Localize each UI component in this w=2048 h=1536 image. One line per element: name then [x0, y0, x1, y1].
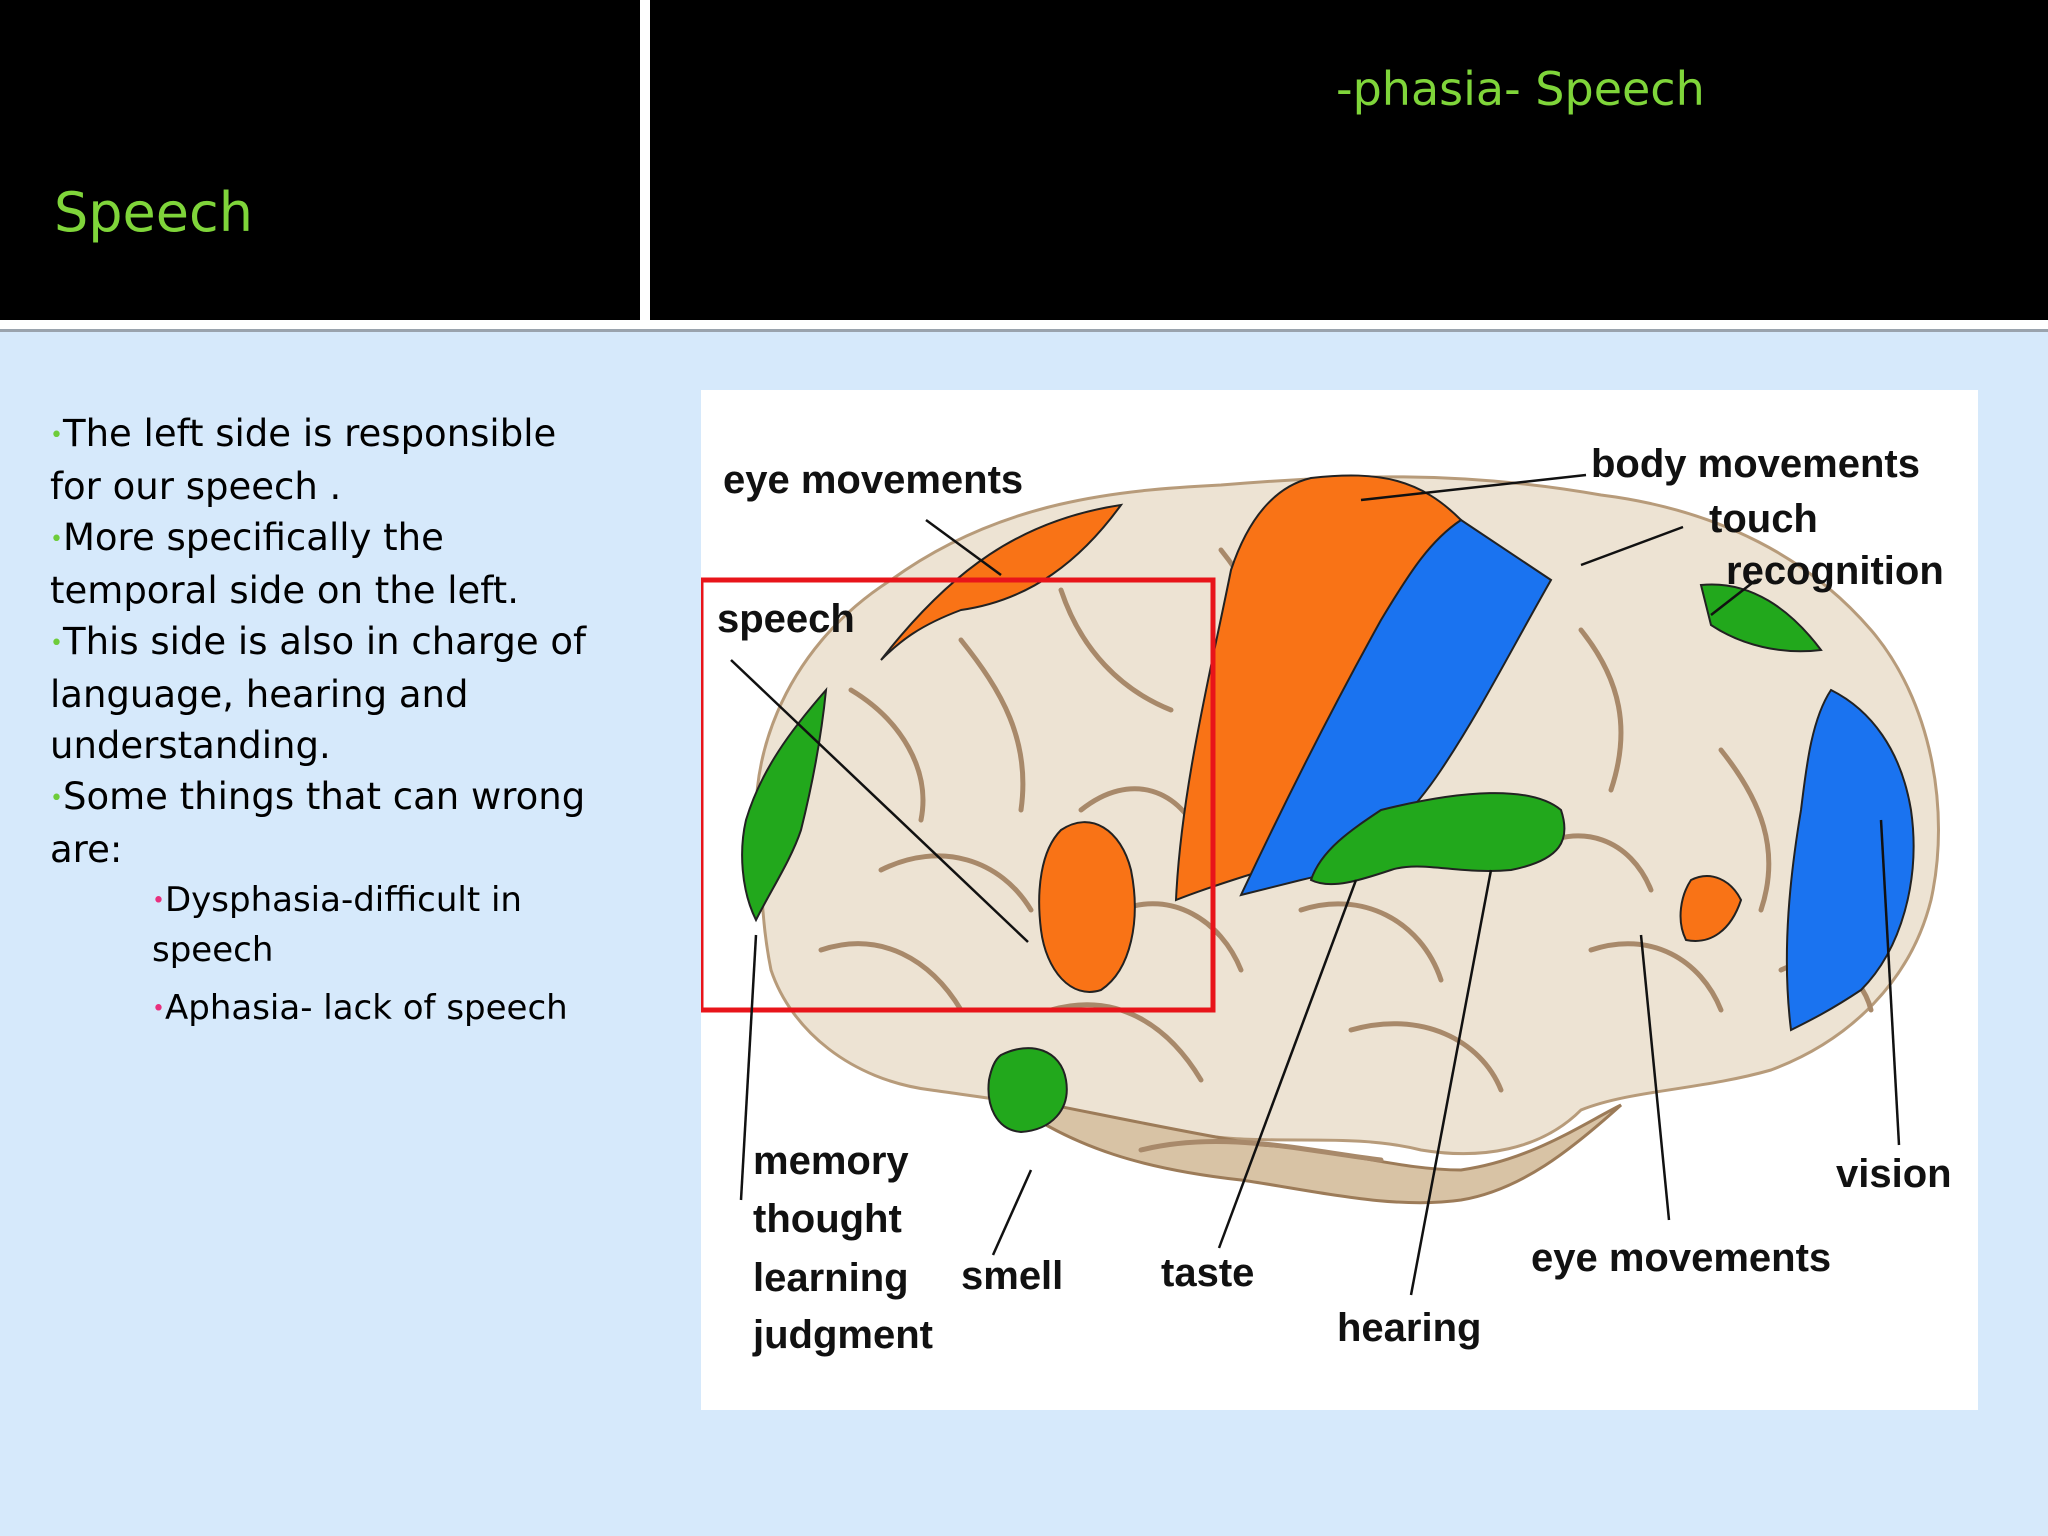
sub-bullet-text: Dysphasia-difficult in speech — [152, 880, 522, 970]
bullet-dot-icon: • — [50, 631, 63, 656]
sub-bullet-text: Aphasia- lack of speech — [164, 987, 568, 1028]
label-recognition: recognition — [1726, 549, 1944, 593]
brain-diagram-svg: eye movements body movements touch recog… — [701, 442, 1952, 1357]
sub-bullet-list: •Dysphasia-difficult in speech •Aphasia-… — [152, 876, 592, 1043]
header-right-panel: -phasia- Speech — [650, 0, 2048, 320]
label-body-movements: body movements — [1591, 442, 1920, 486]
region-hearing — [1309, 792, 1566, 886]
bullet-list: •The left side is responsible for our sp… — [50, 408, 610, 875]
bullet-item: •The left side is responsible for our sp… — [50, 408, 610, 512]
sub-bullet-item: •Aphasia- lack of speech — [152, 984, 592, 1034]
label-judgment: judgment — [752, 1313, 933, 1357]
section-title: Speech — [54, 181, 253, 244]
label-touch: touch — [1709, 497, 1818, 541]
header-divider — [640, 0, 650, 320]
label-eye-movements-top: eye movements — [723, 458, 1023, 502]
bullet-text: Some things that can wrong are: — [50, 775, 586, 871]
region-vision — [1785, 688, 1915, 1032]
sub-bullet-dot-icon: • — [152, 996, 165, 1021]
bullet-item: •Some things that can wrong are: — [50, 771, 610, 875]
region-speech-broca — [1038, 821, 1136, 993]
region-speech — [741, 686, 828, 923]
label-hearing: hearing — [1337, 1306, 1481, 1350]
bullet-item: •More specifically the temporal side on … — [50, 512, 610, 616]
bullet-item: •This side is also in charge of language… — [50, 616, 610, 771]
region-eye-movements-occipital — [1679, 875, 1743, 942]
header-rule — [0, 320, 2048, 332]
bullet-dot-icon: • — [50, 423, 63, 448]
sub-bullet-dot-icon: • — [152, 888, 165, 914]
bullet-dot-icon: • — [50, 527, 63, 552]
bullet-dot-icon: • — [50, 786, 63, 811]
label-learning: learning — [753, 1256, 909, 1300]
bullet-text: This side is also in charge of language,… — [50, 620, 587, 767]
label-vision: vision — [1836, 1152, 1952, 1196]
label-memory: memory — [753, 1139, 909, 1183]
brain-diagram: eye movements body movements touch recog… — [701, 390, 1978, 1410]
sub-bullet-item: •Dysphasia-difficult in speech — [152, 876, 592, 974]
region-smell — [987, 1047, 1068, 1134]
label-speech: speech — [717, 597, 855, 641]
label-taste: taste — [1161, 1251, 1254, 1295]
slide-title: -phasia- Speech — [1336, 62, 1705, 116]
label-eye-movements-bottom: eye movements — [1531, 1236, 1831, 1280]
leader-lines — [730, 473, 1901, 1296]
label-smell: smell — [961, 1254, 1063, 1298]
highlight-box — [701, 577, 1216, 1013]
header-left-panel: Speech — [0, 0, 640, 320]
bullet-text: The left side is responsible for our spe… — [50, 412, 557, 508]
bullet-text: More specifically the temporal side on t… — [50, 516, 519, 612]
region-touch — [1239, 518, 1553, 897]
label-thought: thought — [753, 1197, 902, 1241]
